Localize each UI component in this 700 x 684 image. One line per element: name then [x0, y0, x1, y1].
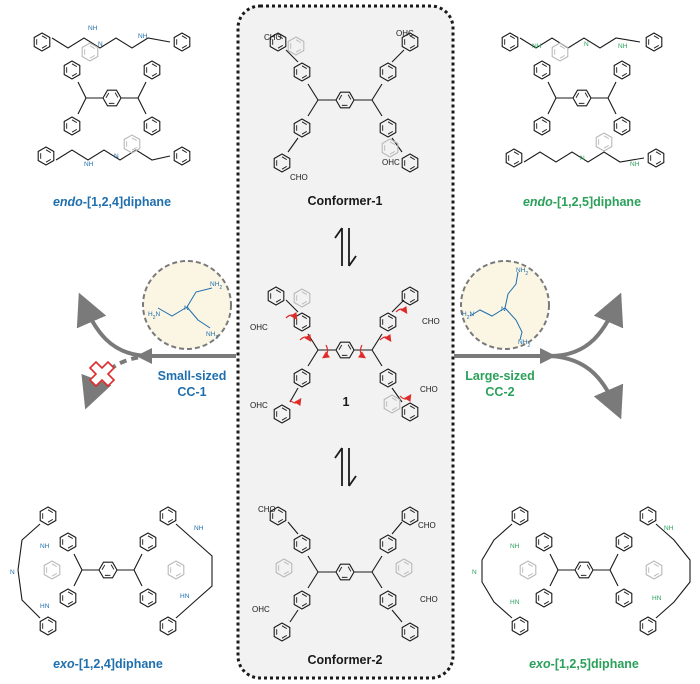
endo124-n-1: N [98, 41, 103, 48]
conformer2-label: Conformer-2 [307, 653, 382, 667]
exo125-nh-1: NH [510, 543, 520, 550]
cc2-structure [469, 271, 523, 341]
cc1-n: N [184, 305, 189, 312]
endo-124-rest: -[1,2,4]diphane [83, 195, 171, 209]
cc2-nh2-2: NH2 [518, 339, 530, 349]
conformer1-cho-1: CHO [264, 33, 282, 42]
cc1-label-line2: CC-1 [177, 385, 206, 399]
exo125-hn-2: HN [652, 595, 662, 602]
equilibrium-arrows-icon [334, 227, 357, 267]
endo-124-italic: endo [53, 195, 83, 209]
endo-125-structure [501, 32, 665, 168]
cc1-nh2-1: NH2 [210, 281, 222, 291]
cc1-nh2-2: NH2 [206, 331, 218, 341]
conformer2-ohc-1: OHC [252, 605, 270, 614]
endo124-n-2: N [114, 153, 119, 160]
endo-125-label: endo-[1,2,5]diphane [523, 195, 641, 209]
conformer2-cho-2: CHO [418, 521, 436, 530]
exo-124-rest: -[1,2,4]diphane [75, 657, 163, 671]
exo125-hn-1: HN [510, 599, 520, 606]
exo-124-italic: exo [53, 657, 75, 671]
left-arrowhead [136, 348, 152, 364]
exo124-hn-1: HN [40, 603, 50, 610]
endo125-n-2: N [580, 155, 585, 162]
exo-124-label: exo-[1,2,4]diphane [53, 657, 163, 671]
cc1-h2n: H2N [148, 311, 160, 321]
endo124-nh-1: NH [88, 25, 98, 32]
endo125-nh-3: NH [630, 161, 640, 168]
compound1-cho-2: CHO [420, 385, 438, 394]
compound1-cho-1: CHO [422, 317, 440, 326]
conformer1-ohc-2: OHC [382, 158, 400, 167]
compound1-structure [267, 286, 419, 424]
conformer1-structure [269, 32, 419, 173]
cc2-label-line2: CC-2 [485, 385, 514, 399]
endo-125-rest: -[1,2,5]diphane [553, 195, 641, 209]
exo-125-rest: -[1,2,5]diphane [551, 657, 639, 671]
exo124-hn-2: HN [180, 593, 190, 600]
exo-125-label: exo-[1,2,5]diphane [529, 657, 639, 671]
cc1-structure [157, 287, 213, 329]
conformer1-ohc-1: OHC [396, 29, 414, 38]
exo125-nh-2: NH [664, 525, 674, 532]
compound1-ohc-2: OHC [250, 401, 268, 410]
cc2-label-line1: Large-sized [465, 369, 534, 383]
endo125-nh-1: NH [532, 43, 542, 50]
right-arrowhead [540, 348, 556, 364]
conformer1-cho-2: CHO [290, 173, 308, 182]
conformer2-cho-1: CHO [258, 505, 276, 514]
exo-125-italic: exo [529, 657, 551, 671]
endo124-nh-2: NH [138, 33, 148, 40]
endo-125-italic: endo [523, 195, 553, 209]
cc2-nh2-1: NH2 [516, 267, 528, 277]
conformer2-structure [269, 506, 419, 642]
cc2-h2n: H2N [462, 311, 474, 321]
conformer1-label: Conformer-1 [307, 194, 382, 208]
exo124-n-1: N [10, 569, 15, 576]
compound1-ohc-1: OHC [250, 323, 268, 332]
exo125-n-1: N [472, 569, 477, 576]
cc2-n: N [501, 306, 506, 313]
exo124-nh-1: NH [40, 543, 50, 550]
exo124-nh-2: NH [194, 525, 204, 532]
conformer2-cho-3: CHO [420, 595, 438, 604]
endo124-nh-3: NH [84, 161, 94, 168]
reaction-arrow-icon [454, 292, 624, 420]
compound-number: 1 [343, 395, 350, 409]
cc1-label-line1: Small-sized [158, 369, 227, 383]
exo-125-structure [481, 506, 691, 636]
endo125-n-1: N [584, 41, 589, 48]
endo125-nh-2: NH [618, 43, 628, 50]
cross-mark-icon [88, 360, 116, 388]
rotation-arrows [285, 306, 412, 406]
exo-124-structure [17, 506, 213, 636]
endo-124-structure [33, 32, 191, 166]
cc2-circle [460, 260, 550, 350]
equilibrium-arrows-icon [334, 447, 357, 487]
endo-124-label: endo-[1,2,4]diphane [53, 195, 171, 209]
